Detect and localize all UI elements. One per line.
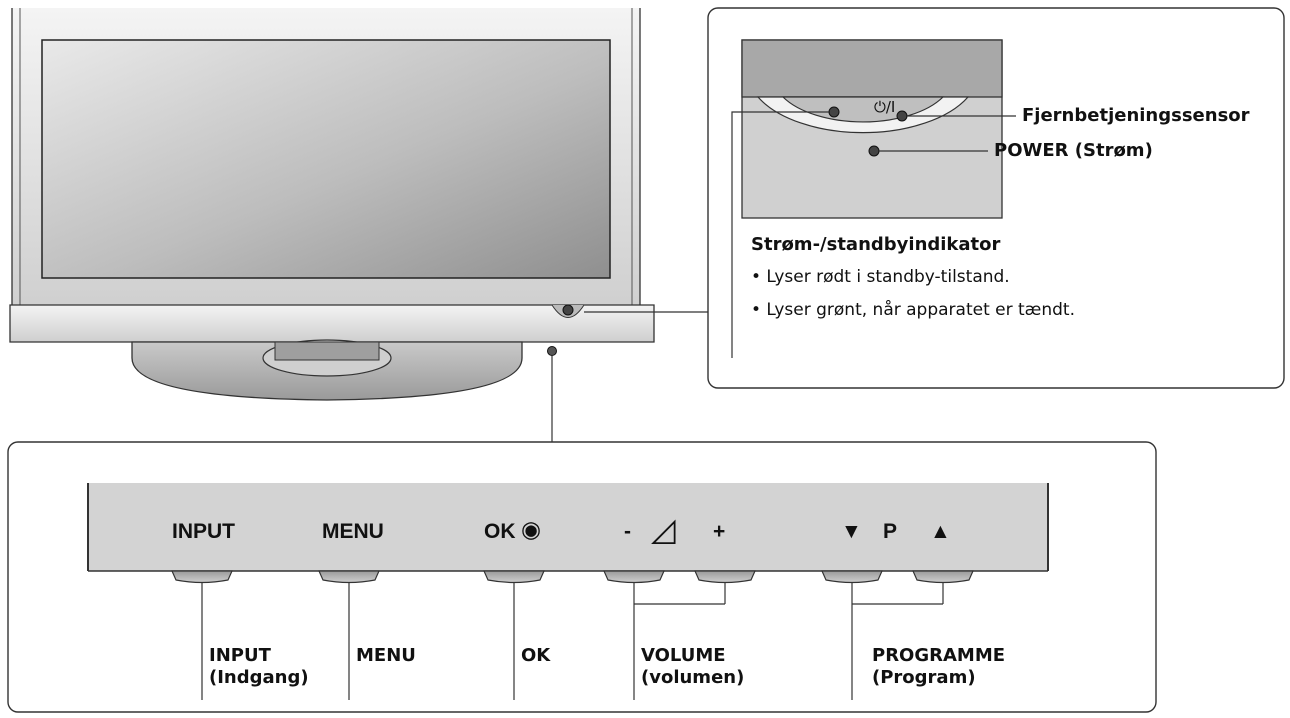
remote-sensor-label: Fjernbetjeningssensor — [1022, 105, 1250, 126]
input-key-caption: INPUT — [172, 520, 235, 543]
indicator-bullet-on: • Lyser grønt, når apparatet er tændt. — [751, 300, 1075, 320]
volume-down-key — [603, 570, 665, 584]
standby-indicator-led — [828, 106, 840, 118]
programme-down-icon: ▼ — [841, 520, 862, 543]
button-panel-callout — [7, 356, 1157, 713]
power-button — [562, 304, 574, 316]
indicator-bullet-standby: • Lyser rødt i standby-tilstand. — [751, 267, 1010, 287]
input-sub-label: (Indgang) — [209, 667, 309, 688]
menu-key-caption: MENU — [322, 520, 384, 543]
ok-circle-icon: ◉ — [521, 517, 542, 543]
programme-p-caption: P — [883, 520, 898, 543]
power-callout — [584, 7, 1285, 389]
volume-minus-caption: - — [624, 520, 631, 543]
programme-up-icon: ▲ — [930, 520, 951, 543]
power-dot — [868, 145, 880, 157]
tv-monitor — [9, 8, 655, 401]
volume-icon: ◿ — [651, 510, 676, 548]
volume-sub-label: (volumen) — [641, 667, 745, 688]
remote-sensor-dot — [896, 110, 908, 122]
panel-keys — [171, 570, 974, 584]
programme-label: PROGRAMME — [872, 645, 1006, 666]
menu-label: MENU — [356, 645, 416, 666]
panel-marker — [547, 346, 557, 356]
programme-sub-label: (Program) — [872, 667, 976, 688]
menu-key — [318, 570, 380, 584]
power-symbol-label: ⏻/I — [874, 98, 896, 116]
programme-down-key — [821, 570, 883, 584]
volume-plus-caption: + — [713, 520, 726, 543]
ok-key-caption: OK — [484, 520, 516, 543]
ok-label: OK — [521, 645, 551, 666]
volume-up-key — [694, 570, 756, 584]
tv-screen — [41, 39, 611, 279]
indicator-title: Strøm-/standbyindikator — [751, 234, 1001, 255]
tv-bottom-bezel — [9, 304, 655, 343]
volume-label: VOLUME — [641, 645, 726, 666]
programme-up-key — [912, 570, 974, 584]
input-label: INPUT — [209, 645, 271, 666]
ok-key — [483, 570, 545, 584]
input-key — [171, 570, 233, 584]
power-label: POWER (Strøm) — [994, 140, 1153, 161]
